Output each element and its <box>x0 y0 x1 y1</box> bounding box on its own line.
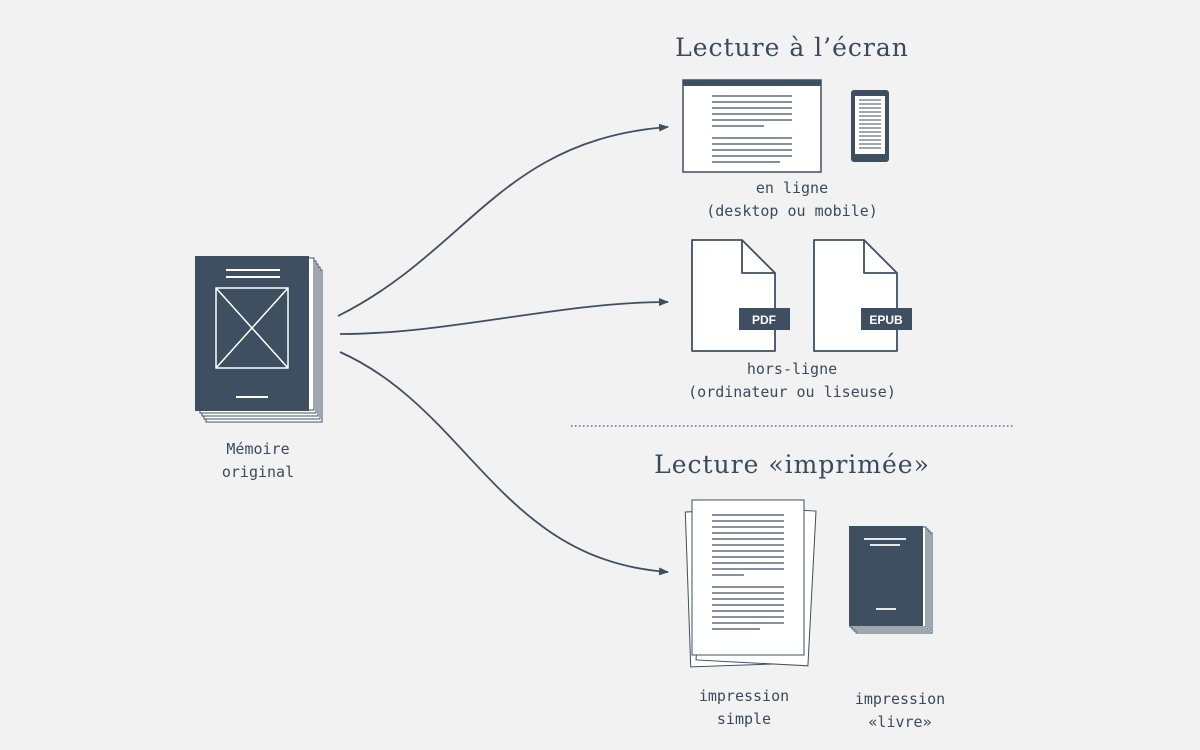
offline-label-line2: (ordinateur ou liseuse) <box>688 383 896 401</box>
mobile-phone-icon <box>851 90 889 162</box>
offline-label-line1: hors-ligne <box>747 360 837 378</box>
pdf-badge-label: PDF <box>752 313 776 327</box>
source-label-line1: Mémoire <box>226 440 289 458</box>
arrow-to-offline <box>339 298 669 335</box>
source-document-icon <box>195 256 323 423</box>
epub-badge-label: EPUB <box>869 313 903 327</box>
pdf-file-icon <box>691 239 790 352</box>
simple-print-label-line1: impression <box>699 687 789 705</box>
print-section-title: Lecture «imprimée» <box>654 450 930 479</box>
simple-print-label-line2: simple <box>717 710 771 728</box>
bound-book-icon <box>849 526 933 634</box>
book-print-label-line1: impression <box>855 690 945 708</box>
source-label-line2: original <box>222 463 294 481</box>
online-label-line2: (desktop ou mobile) <box>706 202 878 220</box>
online-label-line1: en ligne <box>756 179 828 197</box>
loose-pages-icon <box>684 499 817 668</box>
screen-section-title: Lecture à l’écran <box>675 33 909 62</box>
arrow-to-online <box>337 123 669 317</box>
desktop-browser-icon <box>682 79 822 173</box>
epub-file-icon <box>813 239 912 352</box>
arrow-to-print <box>339 351 669 576</box>
book-print-label-line2: «livre» <box>868 713 931 731</box>
